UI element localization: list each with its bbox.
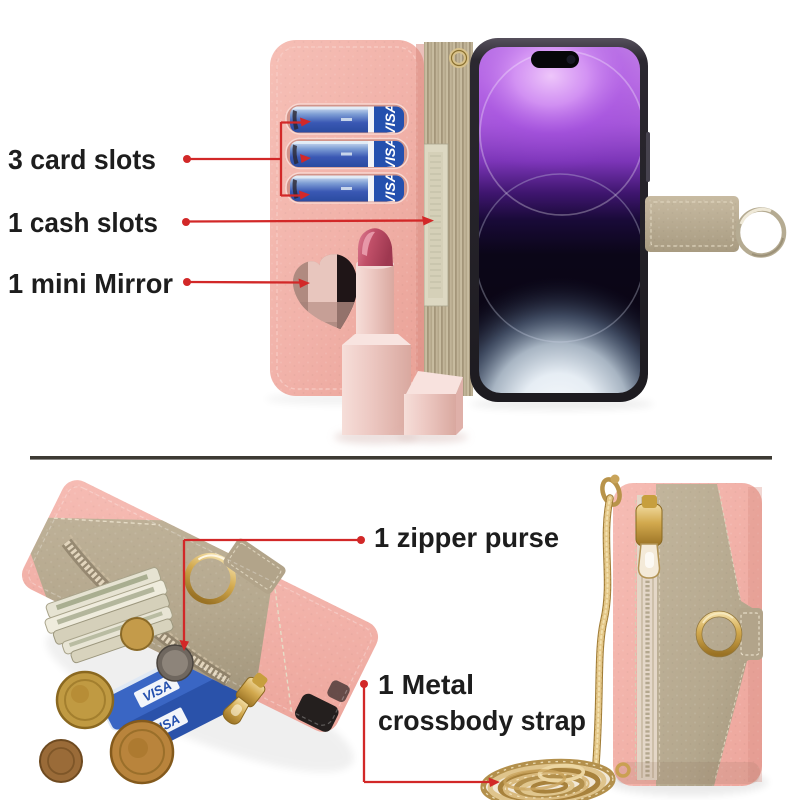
svg-text:1 Metal: 1 Metal bbox=[378, 669, 474, 700]
svg-text:crossbody strap: crossbody strap bbox=[378, 705, 586, 736]
svg-text:VISA: VISA bbox=[382, 138, 398, 171]
svg-text:VISA: VISA bbox=[382, 103, 398, 136]
svg-text:3 card slots: 3 card slots bbox=[8, 144, 156, 175]
svg-text:1 zipper purse: 1 zipper purse bbox=[374, 522, 559, 553]
svg-text:1 mini Mirror: 1 mini Mirror bbox=[8, 268, 173, 299]
svg-text:VISA: VISA bbox=[382, 172, 398, 205]
svg-text:1 cash slots: 1 cash slots bbox=[8, 207, 158, 238]
